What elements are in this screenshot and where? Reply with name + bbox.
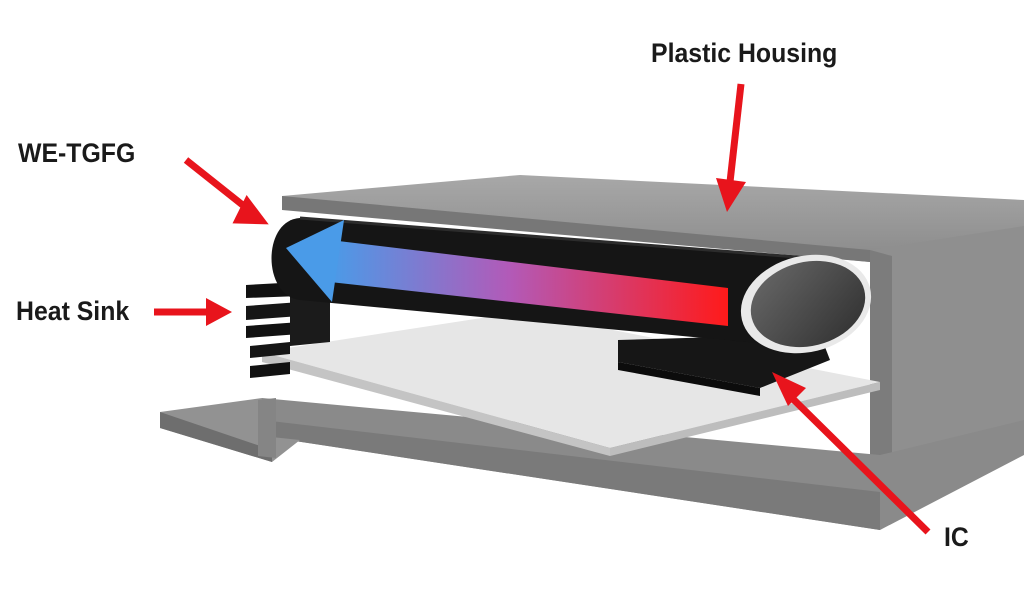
heat-flow-arrow [286, 220, 728, 326]
plastic-housing [160, 175, 1024, 530]
pointer-arrows [154, 83, 931, 535]
ic-label: IC [944, 522, 969, 552]
plastic-housing-label: Plastic Housing [651, 38, 838, 68]
we-tgfg-label: WE-TGFG [18, 138, 136, 168]
heat-sink-label: Heat Sink [16, 296, 130, 326]
pcb-board [262, 312, 880, 456]
